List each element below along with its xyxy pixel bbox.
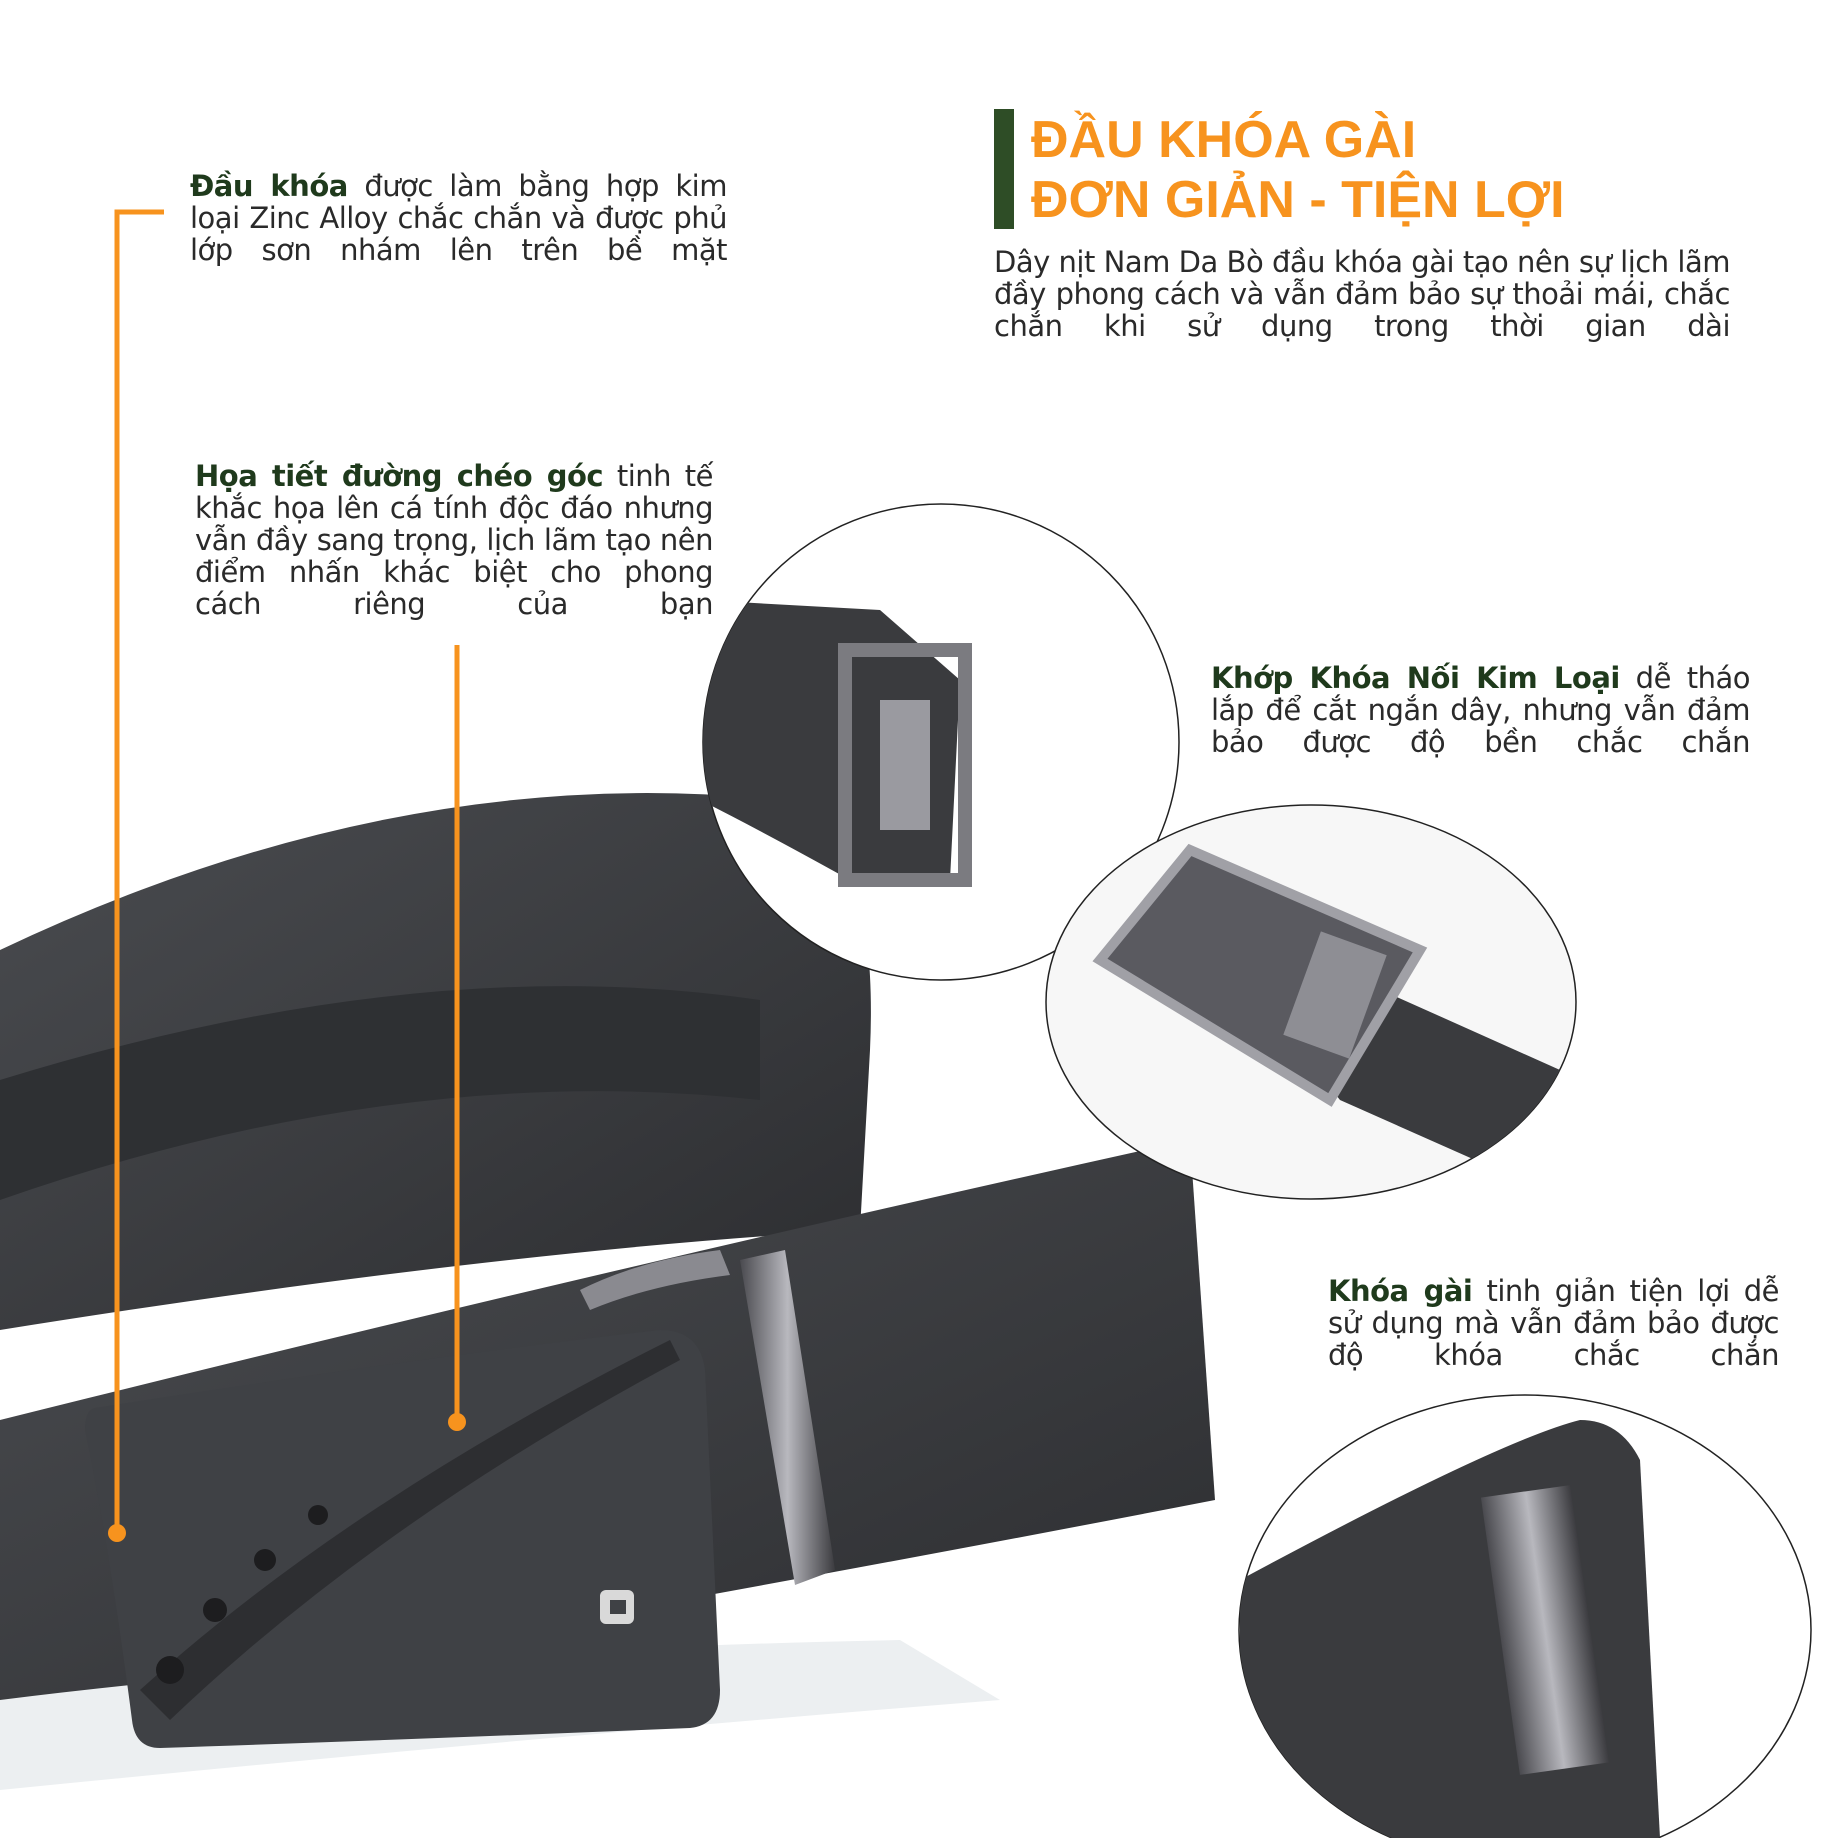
callout-text: tinh giản tiện lợi dễ sử dụng mà vẫn đảm… (1328, 1274, 1780, 1372)
callout-bold: Khớp Khóa Nối Kim Loại (1211, 661, 1620, 695)
heading-line-1: ĐẦU KHÓA GÀI (1031, 111, 1417, 169)
callout-text: tinh tế khắc họa lên cá tính độc đáo như… (195, 459, 714, 621)
detail-circle-1 (702, 503, 1180, 981)
callout-text: dễ tháo lắp để cắt ngắn dây, nhưng vẫn đ… (1211, 661, 1751, 759)
callout-bold: Khóa gài (1328, 1274, 1473, 1308)
detail-circle-2 (1045, 804, 1577, 1200)
callout-bold: Đầu khóa (190, 169, 348, 203)
callout-dot-2 (448, 1413, 466, 1431)
heading-accent-bar (994, 109, 1014, 229)
callout-clasp: Khóa gài tinh giản tiện lợi dễ sử dụng m… (1328, 1274, 1780, 1372)
heading-line-2: ĐƠN GIẢN - TIỆN LỢI (1031, 171, 1565, 229)
callout-bold: Họa tiết đường chéo góc (195, 459, 604, 493)
heading-title: ĐẦU KHÓA GÀI ĐƠN GIẢN - TIỆN LỢI (1031, 110, 1565, 230)
callout-dot-1 (108, 1524, 126, 1542)
detail-circle-3 (1238, 1394, 1812, 1838)
callout-line-1 (114, 209, 164, 1533)
callout-diagonal-pattern: Họa tiết đường chéo góc tinh tế khắc họa… (195, 459, 714, 621)
heading-description: Dây nịt Nam Da Bò đầu khóa gài tạo nên s… (994, 245, 1731, 343)
callout-text: được làm bằng hợp kim loại Zinc Alloy ch… (190, 169, 728, 267)
callout-buckle-material: Đầu khóa được làm bằng hợp kim loại Zinc… (190, 169, 728, 267)
belt-keeper (740, 1250, 835, 1585)
callout-metal-joint: Khớp Khóa Nối Kim Loại dễ tháo lắp để cắ… (1211, 661, 1751, 759)
